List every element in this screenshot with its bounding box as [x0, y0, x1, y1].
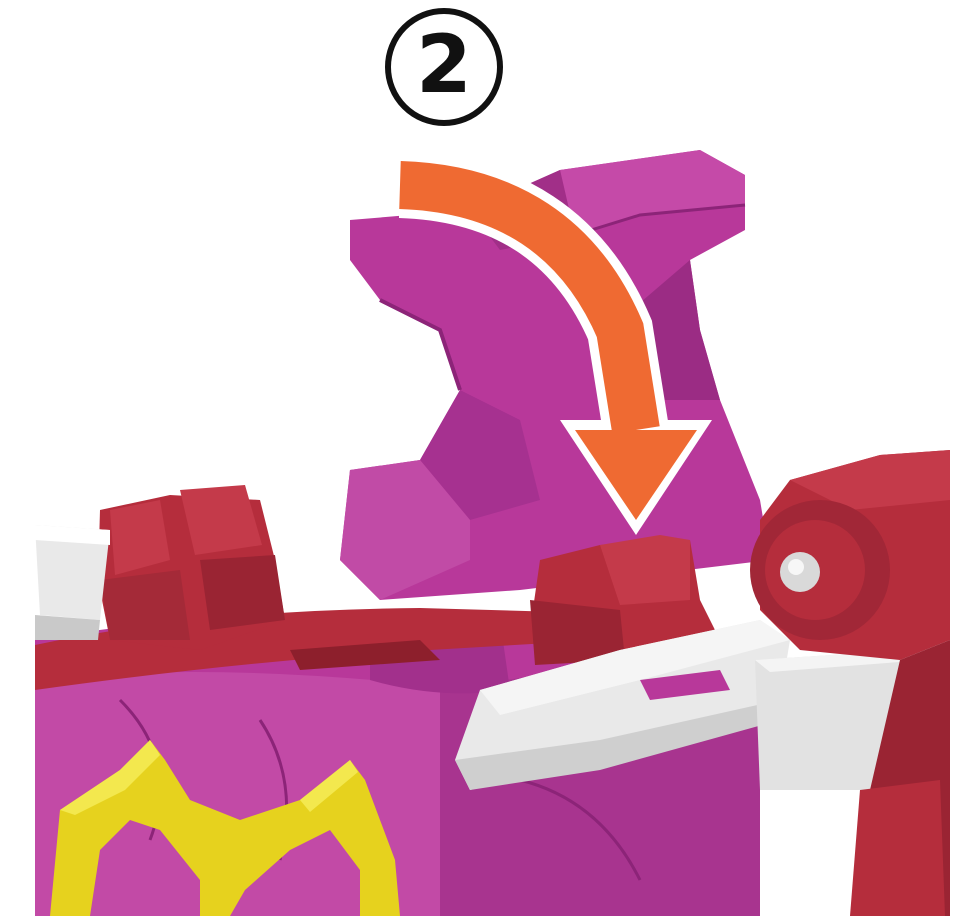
step-number: 2: [416, 25, 472, 105]
left-white-part: [35, 525, 110, 640]
left-red-pegs: [98, 485, 285, 650]
step-number-badge: 2: [385, 8, 503, 126]
